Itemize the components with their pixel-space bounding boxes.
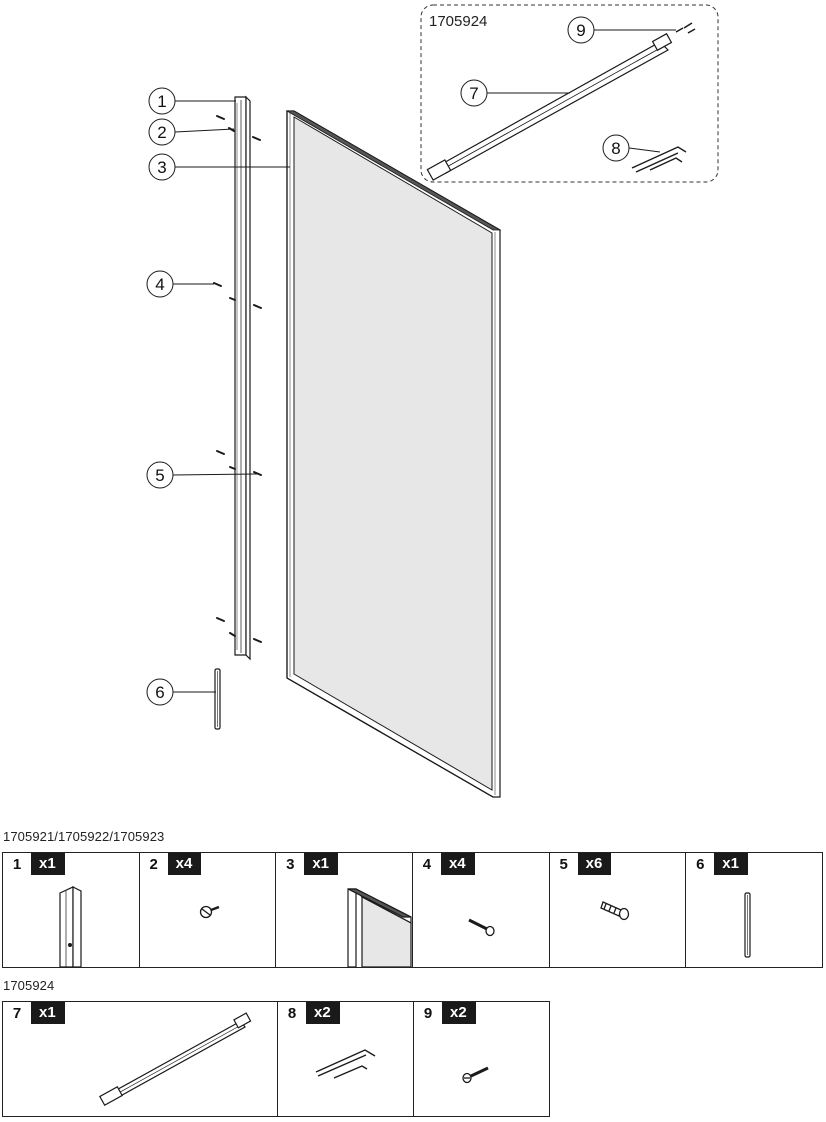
- fixing-screws: [213, 115, 262, 643]
- seal-strip-icon: [744, 892, 751, 958]
- callout-5-label: 5: [155, 466, 164, 485]
- callout-9-label: 9: [576, 21, 585, 40]
- part-cell-3: 3 x1: [275, 852, 413, 968]
- quantity-badge: x2: [441, 1002, 476, 1024]
- callout-7: 7: [460, 79, 570, 107]
- stabilizer-bar: [426, 32, 673, 181]
- callout-3: 3: [148, 153, 290, 181]
- callout-1-label: 1: [157, 92, 166, 111]
- callout-4-label: 4: [155, 275, 164, 294]
- quantity-badge: x1: [714, 853, 748, 875]
- accessory-kit-box: [420, 4, 719, 183]
- part-number: 8: [287, 1004, 297, 1022]
- part-number: 3: [286, 855, 295, 873]
- seal-strip: [214, 668, 221, 730]
- part-number: 2: [149, 855, 158, 873]
- part-cell-6: 6 x1: [685, 852, 823, 968]
- screw-icon: [468, 918, 495, 937]
- parts-table-1: 1 x1 2 x4 3 x1: [2, 852, 823, 968]
- quantity-badge: x6: [577, 853, 612, 875]
- callout-9: 9: [567, 16, 676, 44]
- kit-allen-keys: [631, 146, 687, 173]
- exploded-assembly-diagram: 1705924: [146, 4, 719, 798]
- kit-box-label: 1705924: [429, 13, 487, 30]
- callout-8: 8: [602, 134, 661, 162]
- part-cell-2: 2 x4: [138, 852, 277, 968]
- part-number: 4: [422, 855, 432, 873]
- glass-panel-corner-icon: [347, 888, 412, 967]
- screw-icon: [462, 1066, 489, 1084]
- part-cell-5: 5 x6: [548, 852, 687, 968]
- parts-table-2: 7 x1 8 x2 9 x2: [2, 1001, 551, 1117]
- quantity-badge: x4: [440, 853, 475, 875]
- part-number: 7: [12, 1004, 22, 1022]
- callout-6-label: 6: [155, 683, 164, 702]
- quantity-badge: x1: [304, 853, 338, 875]
- parts-table-2-label: 1705924: [3, 978, 55, 993]
- part-number: 9: [423, 1004, 433, 1022]
- callout-5: 5: [146, 461, 259, 489]
- part-cell-7: 7 x1: [2, 1001, 278, 1117]
- part-number: 1: [12, 855, 22, 873]
- callout-1: 1: [148, 87, 236, 115]
- wall-profile-icon: [59, 886, 82, 967]
- part-number: 5: [559, 855, 568, 873]
- wall-plug-icon: [599, 901, 629, 921]
- kit-screws: [675, 22, 696, 34]
- callout-7-label: 7: [469, 84, 478, 103]
- callout-3-label: 3: [157, 158, 166, 177]
- part-cell-8: 8 x2: [277, 1001, 414, 1117]
- parts-table-1-label: 1705921/1705922/1705923: [3, 829, 165, 844]
- allen-key-icon: [315, 1049, 376, 1079]
- part-cell-9: 9 x2: [412, 1001, 551, 1117]
- callout-8-label: 8: [611, 139, 620, 158]
- stabilizer-bar-icon: [99, 1012, 252, 1107]
- part-cell-1: 1 x1: [2, 852, 140, 968]
- wall-profile: [234, 95, 251, 661]
- part-number: 6: [696, 855, 705, 873]
- glass-panel: [285, 110, 502, 798]
- quantity-badge: x1: [31, 1002, 65, 1024]
- quantity-badge: x2: [306, 1002, 340, 1024]
- quantity-badge: x1: [31, 853, 65, 875]
- quantity-badge: x4: [167, 853, 202, 875]
- callout-4: 4: [146, 270, 214, 298]
- callout-6: 6: [146, 678, 216, 706]
- callout-2-label: 2: [157, 123, 166, 142]
- screw-head-icon: [199, 905, 220, 919]
- callout-2: 2: [148, 118, 235, 146]
- part-cell-4: 4 x4: [411, 852, 550, 968]
